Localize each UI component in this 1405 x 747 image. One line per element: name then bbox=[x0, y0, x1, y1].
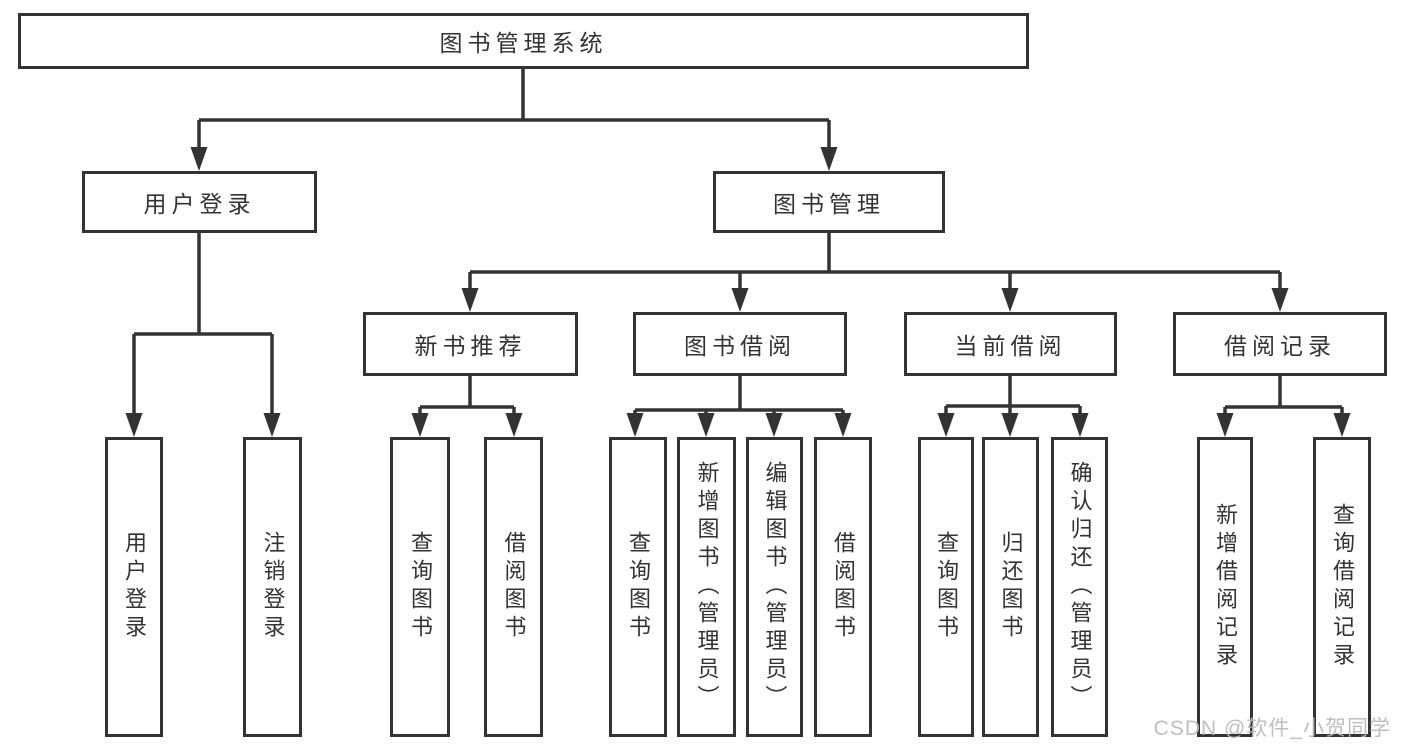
leaf-borrow-books-recommend: 借阅图书 bbox=[484, 437, 543, 737]
node-label: 查询图书 bbox=[626, 531, 651, 643]
arrowhead bbox=[1333, 413, 1351, 437]
node-label: 新增借阅记录 bbox=[1213, 503, 1238, 671]
connector-current-borrow-to-leaves bbox=[937, 376, 1089, 437]
leaf-confirm-return-admin: 确认归还（管理员） bbox=[1051, 437, 1108, 737]
arrowhead bbox=[505, 413, 523, 437]
arrowhead bbox=[765, 413, 783, 437]
leaf-query-books-current: 查询图书 bbox=[918, 437, 974, 737]
arrowhead bbox=[263, 413, 281, 437]
arrowhead bbox=[125, 413, 143, 437]
arrowhead bbox=[411, 413, 429, 437]
node-borrow-records: 借阅记录 bbox=[1173, 312, 1387, 376]
node-label: 图书管理系统 bbox=[439, 30, 608, 56]
leaf-add-borrow-record: 新增借阅记录 bbox=[1197, 437, 1253, 737]
node-book-management: 图书管理 bbox=[713, 171, 945, 233]
node-book-borrow: 图书借阅 bbox=[633, 312, 847, 376]
connector-line bbox=[944, 376, 1082, 414]
node-label: 图书借阅 bbox=[684, 333, 796, 359]
connector-line bbox=[418, 376, 516, 414]
leaf-query-books-borrow: 查询图书 bbox=[609, 437, 667, 737]
node-label: 当前借阅 bbox=[954, 333, 1067, 359]
node-label: 新书推荐 bbox=[414, 333, 527, 359]
arrowhead bbox=[1001, 413, 1019, 437]
connector-line bbox=[633, 376, 845, 414]
connector-book-mgmt-to-level3 bbox=[461, 233, 1289, 312]
node-label: 编辑图书（管理员） bbox=[762, 461, 788, 713]
arrowhead bbox=[1001, 288, 1019, 312]
arrowhead bbox=[626, 413, 644, 437]
connector-new-book-to-leaves bbox=[411, 376, 523, 437]
node-label: 注销登录 bbox=[260, 531, 286, 643]
node-label: 归还图书 bbox=[998, 531, 1024, 643]
arrowhead bbox=[461, 288, 479, 312]
arrowhead bbox=[1216, 413, 1234, 437]
connector-book-borrow-to-leaves bbox=[626, 376, 852, 437]
arrowhead bbox=[1271, 288, 1289, 312]
connector-line bbox=[468, 233, 1282, 289]
node-label: 图书管理 bbox=[773, 191, 885, 217]
connector-user-login-to-leaves bbox=[125, 233, 281, 437]
node-root: 图书管理系统 bbox=[18, 13, 1029, 69]
node-label: 查询借阅记录 bbox=[1330, 503, 1355, 671]
node-label: 新增图书（管理员） bbox=[694, 461, 720, 713]
leaf-borrow-books-borrow: 借阅图书 bbox=[814, 437, 872, 737]
node-label: 借阅图书 bbox=[501, 531, 527, 643]
arrowhead bbox=[731, 288, 749, 312]
node-label: 查询图书 bbox=[408, 531, 433, 643]
arrowhead bbox=[937, 413, 955, 437]
arrowhead bbox=[697, 413, 715, 437]
arrowhead bbox=[190, 147, 208, 171]
leaf-user-login: 用户登录 bbox=[105, 437, 163, 737]
node-user-login: 用户登录 bbox=[82, 171, 317, 233]
leaf-add-book-admin: 新增图书（管理员） bbox=[677, 437, 736, 737]
leaf-return-book: 归还图书 bbox=[982, 437, 1039, 737]
node-label: 借阅图书 bbox=[831, 531, 856, 643]
connector-line bbox=[197, 69, 831, 148]
node-label: 借阅记录 bbox=[1224, 333, 1336, 359]
node-label: 查询图书 bbox=[934, 531, 959, 643]
arrowhead bbox=[820, 147, 838, 171]
leaf-query-books-recommend: 查询图书 bbox=[390, 437, 450, 737]
leaf-edit-book-admin: 编辑图书（管理员） bbox=[746, 437, 803, 737]
node-label: 确认归还（管理员） bbox=[1067, 461, 1093, 713]
arrowhead bbox=[834, 413, 852, 437]
node-new-book-recommend: 新书推荐 bbox=[363, 312, 578, 376]
connector-borrow-records-to-leaves bbox=[1216, 376, 1351, 437]
watermark: CSDN @软件_小贺同学 bbox=[1153, 717, 1391, 740]
node-current-borrow: 当前借阅 bbox=[904, 312, 1117, 376]
connector-root-to-level2 bbox=[190, 69, 838, 171]
leaf-query-borrow-record: 查询借阅记录 bbox=[1313, 437, 1371, 737]
connector-line bbox=[1223, 376, 1344, 414]
node-label: 用户登录 bbox=[143, 191, 256, 217]
leaf-logout: 注销登录 bbox=[243, 437, 302, 737]
arrowhead bbox=[1071, 413, 1089, 437]
connector-line bbox=[132, 233, 274, 414]
node-label: 用户登录 bbox=[122, 531, 147, 643]
